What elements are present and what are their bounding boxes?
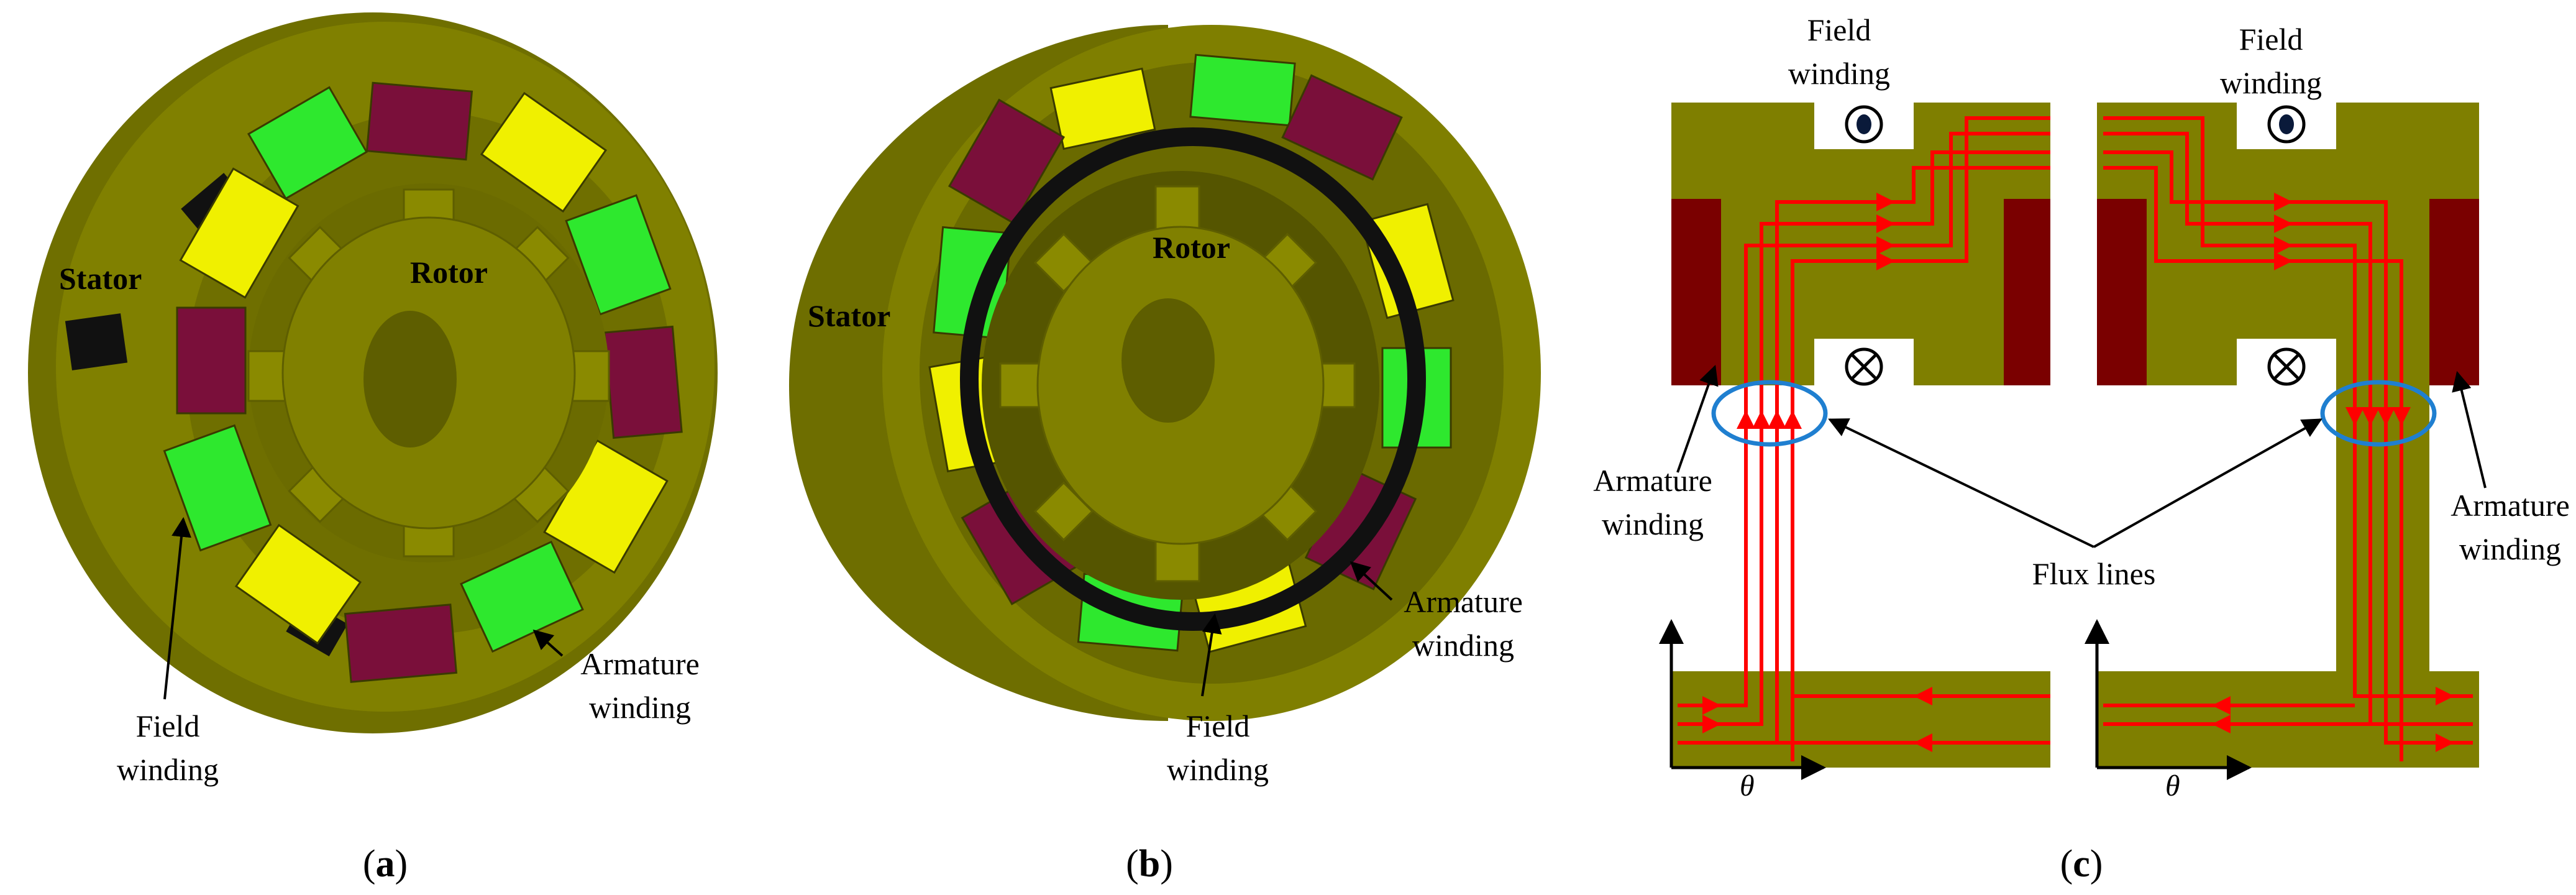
armature-winding-arrow-a bbox=[532, 629, 564, 657]
armature-label-c-left-1: Armature bbox=[1593, 463, 1712, 498]
panel-a: Stator Rotor Field winding Armature wind… bbox=[28, 12, 718, 885]
armature-label-c-right-2: winding bbox=[2459, 531, 2561, 566]
caption-letter-a: a bbox=[376, 843, 395, 885]
armature-label-b-1: Armature bbox=[1404, 584, 1523, 619]
caption-c: (c) bbox=[2060, 843, 2103, 885]
armature-bar-right-2 bbox=[2429, 199, 2479, 385]
armature-label-b-2: winding bbox=[1412, 628, 1514, 663]
armature-winding-arrow-b bbox=[1350, 561, 1393, 601]
field-winding-arrow-a bbox=[163, 516, 191, 700]
field-label-c-left-1: Field bbox=[1807, 12, 1871, 47]
field-winding-arrow-b bbox=[1201, 613, 1222, 697]
cross-symbol-left bbox=[1845, 347, 1883, 386]
armature-label-a-2: winding bbox=[589, 690, 691, 725]
armature-label-a-1: Armature bbox=[580, 646, 700, 681]
armature-coils-a bbox=[163, 81, 683, 683]
rotor-bore-b bbox=[1121, 298, 1215, 423]
panel-c: θ θ Field winding Field winding Armature… bbox=[1593, 12, 2570, 885]
field-winding-ring-b bbox=[960, 127, 1426, 631]
rotor-bore-a bbox=[363, 311, 457, 448]
caption-b: (b) bbox=[1126, 843, 1173, 885]
armature-bar-right-1 bbox=[2097, 199, 2147, 385]
air-gap-ellipse-right bbox=[2320, 380, 2437, 447]
caption-letter-b: b bbox=[1139, 843, 1160, 885]
field-label-c-left-2: winding bbox=[1788, 56, 1890, 91]
armature-label-c-right-1: Armature bbox=[2450, 488, 2570, 523]
panel-b: Stator Rotor Field winding Armature wind… bbox=[789, 25, 1541, 885]
field-label-c-right-2: winding bbox=[2220, 65, 2322, 100]
theta-label-right: θ bbox=[2165, 769, 2180, 802]
flux-arrows-left bbox=[1702, 193, 1932, 752]
armature-bar-left-2 bbox=[2004, 199, 2050, 385]
armature-arrow-c-left bbox=[1676, 364, 1719, 473]
core-right bbox=[2097, 103, 2479, 768]
theta-label-left: θ bbox=[1740, 769, 1755, 802]
field-label-a-1: Field bbox=[136, 709, 200, 743]
field-label-b-2: winding bbox=[1167, 752, 1269, 787]
flux-arrow-right bbox=[2093, 418, 2323, 548]
stator-label-a: Stator bbox=[59, 261, 142, 296]
armature-arrow-c-right bbox=[2452, 370, 2487, 489]
flux-arrows-right bbox=[2212, 193, 2454, 752]
air-gap-ellipse-left bbox=[1711, 380, 1828, 447]
stator-label-b: Stator bbox=[808, 298, 890, 333]
armature-bar-left-1 bbox=[1671, 199, 1721, 385]
caption-letter-c: c bbox=[2073, 843, 2090, 885]
field-label-c-right-1: Field bbox=[2239, 22, 2303, 57]
dot-symbol-left bbox=[1845, 105, 1883, 144]
rotor-a bbox=[247, 183, 610, 562]
cross-symbol-right bbox=[2267, 347, 2306, 386]
dot-symbol-right bbox=[2267, 105, 2306, 144]
field-label-b-1: Field bbox=[1186, 709, 1250, 743]
rotor-label-a: Rotor bbox=[410, 255, 488, 290]
gap-left bbox=[1721, 385, 1814, 671]
rotor-label-b: Rotor bbox=[1153, 230, 1230, 265]
axes-left bbox=[1659, 619, 1826, 780]
flux-arrow-left bbox=[1828, 418, 2094, 548]
caption-a: (a) bbox=[363, 843, 408, 885]
flux-lines-label: Flux lines bbox=[2032, 556, 2156, 591]
axes-right bbox=[2085, 619, 2252, 780]
rotor-b bbox=[982, 171, 1379, 600]
armature-label-c-left-2: winding bbox=[1602, 507, 1704, 541]
field-label-a-2: winding bbox=[117, 752, 219, 787]
